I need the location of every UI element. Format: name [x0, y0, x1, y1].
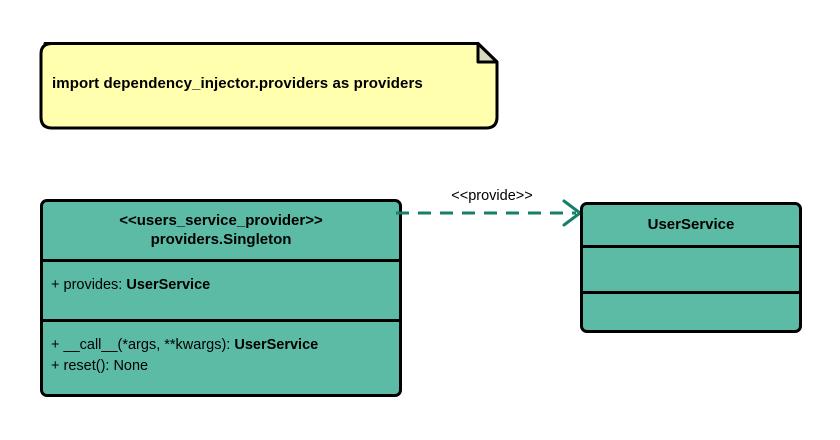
service-class-name: UserService: [647, 215, 735, 233]
note-shape: [39, 42, 499, 130]
import-note-text: import dependency_injector.providers as …: [52, 74, 423, 92]
operation-return-type: UserService: [234, 337, 319, 353]
provider-stereotype: <<users_service_provider>>: [119, 211, 323, 229]
attribute-row: + provides: UserService: [51, 275, 391, 296]
provider-operations-compartment: + __call__(*args, **kwargs): UserService…: [43, 319, 399, 394]
attribute-label: provides:: [63, 277, 127, 293]
operation-visibility: +: [51, 337, 60, 353]
service-class-header: UserService: [583, 205, 799, 245]
operation-row: + __call__(*args, **kwargs): UserService: [51, 335, 391, 356]
service-attributes-compartment: [583, 245, 799, 291]
attribute-visibility: +: [51, 277, 60, 293]
provider-class-header: <<users_service_provider>> providers.Sin…: [43, 202, 399, 259]
operation-label: reset(): None: [63, 358, 149, 375]
import-note[interactable]: import dependency_injector.providers as …: [38, 42, 499, 130]
class-box-user-service[interactable]: UserService: [580, 202, 802, 333]
operation-visibility: +: [51, 358, 60, 375]
connector-label-provide: <<provide>>: [451, 188, 533, 204]
operation-label: __call__(*args, **kwargs):: [63, 337, 235, 353]
service-operations-compartment: [583, 291, 799, 330]
attribute-type: UserService: [126, 277, 211, 293]
operation-row: + reset(): None: [51, 356, 391, 377]
provider-class-name: providers.Singleton: [150, 230, 292, 248]
provider-attributes-compartment: + provides: UserService: [43, 259, 399, 319]
class-box-users-service-provider[interactable]: <<users_service_provider>> providers.Sin…: [40, 199, 402, 397]
